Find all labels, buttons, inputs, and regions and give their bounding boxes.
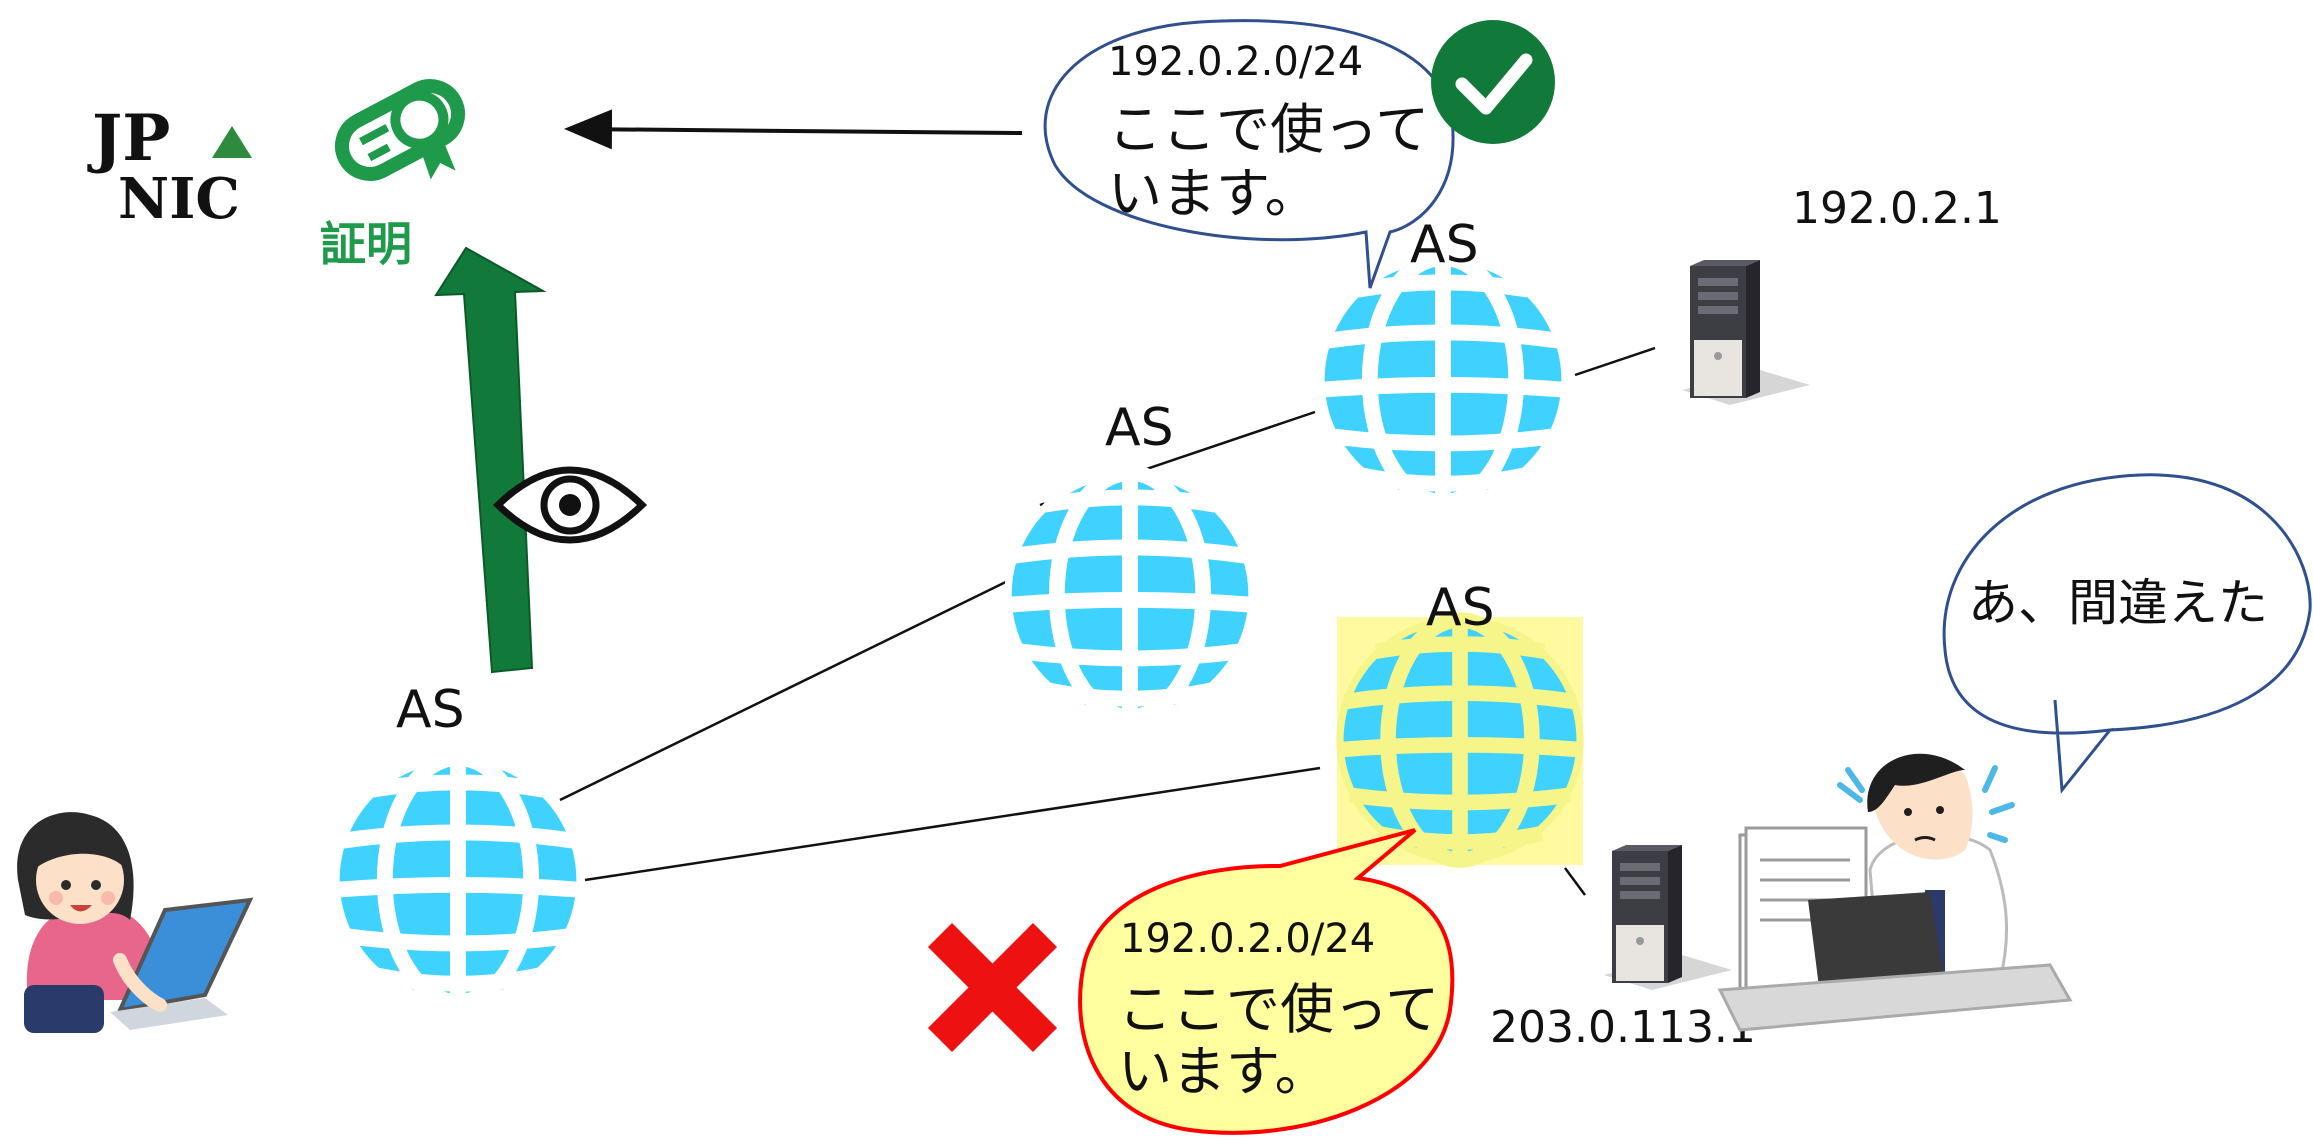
certificate-label: 証明 — [320, 217, 412, 271]
jpnic-logo-nic: NIC — [118, 166, 240, 232]
as-label-middle: AS — [1105, 398, 1174, 458]
as-globe-hijacker — [1336, 612, 1584, 868]
server-icon-hijack — [1604, 845, 1732, 990]
valid-announcement-bubble: 192.0.2.0/24 ここで使って います。 — [1043, 19, 1455, 289]
valid-bubble-prefix: 192.0.2.0/24 — [1108, 39, 1363, 85]
stressed-operator-illustration — [1717, 753, 2073, 1032]
link-hijacker-to-server — [1563, 867, 1587, 896]
as-label-hijacker: AS — [1426, 578, 1495, 638]
user-with-laptop-illustration — [17, 812, 254, 1033]
jpnic-logo-jp: JP — [87, 101, 170, 176]
server-ip-hijack: 203.0.113.1 — [1490, 1002, 1756, 1053]
valid-bubble-line2: います。 — [1108, 162, 1319, 225]
link-origin-to-hijacker — [584, 766, 1321, 882]
valid-bubble-line1: ここで使って — [1108, 98, 1429, 161]
as-label-origin: AS — [396, 680, 465, 740]
link-top-to-server — [1574, 346, 1656, 377]
as-globe-top — [1317, 250, 1569, 510]
jpnic-logo-triangle — [212, 126, 252, 158]
invalid-bubble-prefix: 192.0.2.0/24 — [1120, 916, 1375, 962]
eye-icon — [492, 466, 648, 544]
invalid-announcement-bubble: 192.0.2.0/24 ここで使って います。 — [1078, 828, 1455, 1135]
registration-arrow — [564, 109, 1023, 150]
red-x-icon — [927, 922, 1058, 1053]
as-globe-origin — [332, 750, 584, 1010]
as-label-top: AS — [1410, 215, 1479, 275]
operator-speech-bubble: あ、間違えた — [1860, 473, 2312, 794]
invalid-bubble-line1: ここで使って — [1118, 978, 1439, 1041]
as-globe-middle — [1004, 465, 1256, 725]
check-circle-icon — [1431, 20, 1555, 144]
operator-speech-text: あ、間違えた — [1968, 574, 2268, 632]
diploma-icon — [334, 79, 466, 181]
link-origin-to-middle — [559, 573, 1021, 802]
server-icon-legit — [1682, 260, 1810, 405]
verify-arrow — [434, 246, 547, 674]
jpnic-logo: JP NIC — [87, 101, 252, 232]
server-ip-legit: 192.0.2.1 — [1792, 183, 2002, 234]
invalid-bubble-line2: います。 — [1118, 1040, 1329, 1103]
